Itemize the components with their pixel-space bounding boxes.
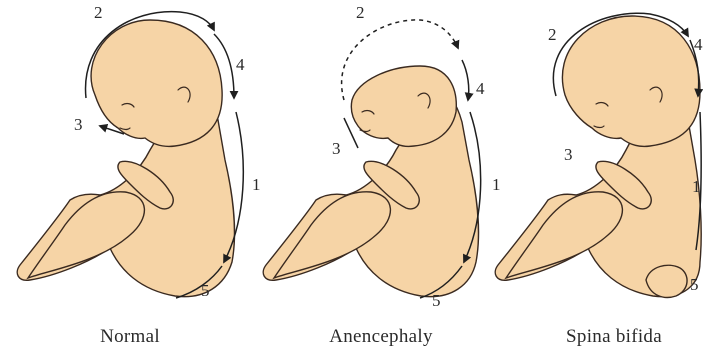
label-1-anencephaly: 1 bbox=[492, 175, 501, 194]
caption-normal: Normal bbox=[100, 326, 160, 348]
caption-spina-bifida: Spina bifida bbox=[566, 326, 662, 348]
label-4-anencephaly: 4 bbox=[476, 79, 485, 98]
fetus-normal bbox=[17, 12, 243, 298]
label-5-anencephaly: 5 bbox=[432, 291, 441, 310]
label-5-normal: 5 bbox=[201, 281, 210, 300]
label-2-anencephaly: 2 bbox=[356, 3, 365, 22]
fetus-anencephaly bbox=[263, 20, 480, 298]
label-2-normal: 2 bbox=[94, 3, 103, 22]
caption-anencephaly: Anencephaly bbox=[329, 326, 433, 348]
label-2-spina-bifida: 2 bbox=[548, 25, 557, 44]
label-3-anencephaly: 3 bbox=[332, 139, 341, 158]
label-3-normal: 3 bbox=[74, 115, 83, 134]
label-4-spina-bifida: 4 bbox=[694, 35, 703, 54]
label-3-spina-bifida: 3 bbox=[564, 145, 573, 164]
label-5-spina-bifida: 5 bbox=[690, 275, 699, 294]
label-1-normal: 1 bbox=[252, 175, 261, 194]
fetus-spina-bifida bbox=[495, 13, 701, 297]
label-1-spina-bifida: 1 bbox=[692, 177, 701, 196]
label-4-normal: 4 bbox=[236, 55, 245, 74]
